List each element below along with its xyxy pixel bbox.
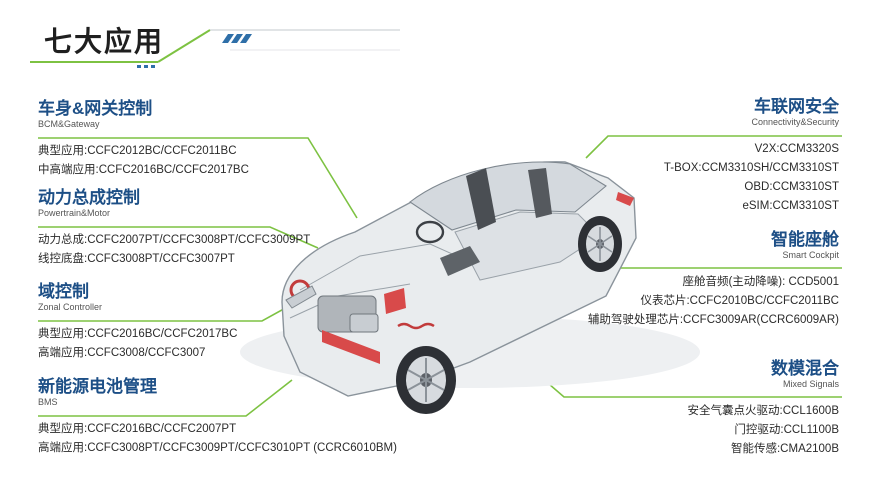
section-line: eSIM:CCM3310ST	[742, 200, 839, 212]
section-cockpit: 智能座舱 Smart Cockpit 座舱音频(主动降噪): CCD5001 仪…	[588, 230, 839, 330]
header-decoration	[30, 29, 400, 68]
section-subtitle: Smart Cockpit	[782, 250, 839, 260]
section-line: 典型应用:CCFC2016BC/CCFC2007PT	[38, 423, 237, 435]
front-wheel	[396, 346, 456, 414]
section-title: 域控制	[38, 282, 89, 301]
leader-powertrain	[38, 226, 319, 249]
section-lines: 座舱音频(主动降噪): CCD5001 仪表芯片:CCFC2010BC/CCFC…	[588, 273, 839, 330]
section-line: 辅助驾驶处理芯片:CCFC3009AR(CCRC6009AR)	[587, 314, 839, 326]
section-lines: 动力总成:CCFC2007PT/CCFC3008PT/CCFC3009PT 线控…	[38, 231, 310, 269]
section-title: 新能源电池管理	[38, 377, 157, 396]
section-lines: V2X:CCM3320S T-BOX:CCM3310SH/CCM3310ST O…	[664, 140, 839, 216]
header: 七大应用	[0, 0, 883, 75]
section-line: 座舱音频(主动降噪): CCD5001	[682, 276, 839, 288]
page-title: 七大应用	[44, 26, 165, 57]
section-line: 高端应用:CCFC3008/CCFC3007	[38, 347, 206, 359]
section-subtitle: Mixed Signals	[782, 379, 839, 389]
section-lines: 典型应用:CCFC2016BC/CCFC2007PT 高端应用:CCFC3008…	[38, 420, 397, 458]
section-line: T-BOX:CCM3310SH/CCM3310ST	[663, 162, 839, 174]
section-line: 线控底盘:CCFC3008PT/CCFC3007PT	[38, 253, 235, 265]
section-line: 高端应用:CCFC3008PT/CCFC3009PT/CCFC3010PT (C…	[38, 442, 397, 454]
section-powertrain: 动力总成控制 Powertrain&Motor 动力总成:CCFC2007PT/…	[38, 188, 310, 269]
section-title: 智能座舱	[771, 230, 839, 249]
section-subtitle: BMS	[38, 397, 58, 407]
section-lines: 安全气囊点火驱动:CCL1600B 门控驱动:CCL1100B 智能传感:CMA…	[688, 402, 839, 459]
section-subtitle: Connectivity&Security	[751, 117, 839, 127]
section-bms: 新能源电池管理 BMS 典型应用:CCFC2016BC/CCFC2007PT 高…	[38, 377, 397, 458]
rear-wheel	[578, 216, 622, 272]
section-subtitle: Zonal Controller	[38, 302, 103, 312]
section-subtitle: BCM&Gateway	[38, 119, 100, 129]
section-line: 中高端应用:CCFC2016BC/CCFC2017BC	[38, 164, 249, 176]
leader-connectivity	[585, 135, 842, 159]
stripe-icon	[222, 34, 252, 43]
section-title: 车联网安全	[754, 97, 839, 116]
section-line: 典型应用:CCFC2012BC/CCFC2011BC	[38, 145, 237, 157]
section-line: 动力总成:CCFC2007PT/CCFC3008PT/CCFC3009PT	[38, 234, 311, 246]
section-mixed: 数模混合 Mixed Signals 安全气囊点火驱动:CCL1600B 门控驱…	[688, 359, 839, 459]
section-title: 动力总成控制	[38, 188, 140, 207]
section-lines: 典型应用:CCFC2012BC/CCFC2011BC 中高端应用:CCFC201…	[38, 142, 249, 180]
section-line: 典型应用:CCFC2016BC/CCFC2017BC	[38, 328, 238, 340]
leader-bms	[38, 379, 293, 417]
section-title: 数模混合	[771, 359, 839, 378]
leader-bcm	[38, 137, 358, 219]
section-zonal: 域控制 Zonal Controller 典型应用:CCFC2016BC/CCF…	[38, 282, 237, 363]
section-bcm: 车身&网关控制 BCM&Gateway 典型应用:CCFC2012BC/CCFC…	[38, 99, 249, 180]
section-connectivity: 车联网安全 Connectivity&Security V2X:CCM3320S…	[664, 97, 839, 216]
section-line: 仪表芯片:CCFC2010BC/CCFC2011BC	[640, 295, 839, 307]
section-lines: 典型应用:CCFC2016BC/CCFC2017BC 高端应用:CCFC3008…	[38, 325, 237, 363]
section-line: 智能传感:CMA2100B	[730, 443, 839, 455]
section-line: 门控驱动:CCL1100B	[734, 424, 839, 436]
section-title: 车身&网关控制	[38, 99, 153, 118]
car-illustration	[240, 161, 700, 414]
section-line: 安全气囊点火驱动:CCL1600B	[687, 405, 839, 417]
section-line: OBD:CCM3310ST	[744, 181, 839, 193]
section-line: V2X:CCM3320S	[754, 143, 839, 155]
dots-icon	[137, 65, 155, 68]
section-subtitle: Powertrain&Motor	[38, 208, 111, 218]
